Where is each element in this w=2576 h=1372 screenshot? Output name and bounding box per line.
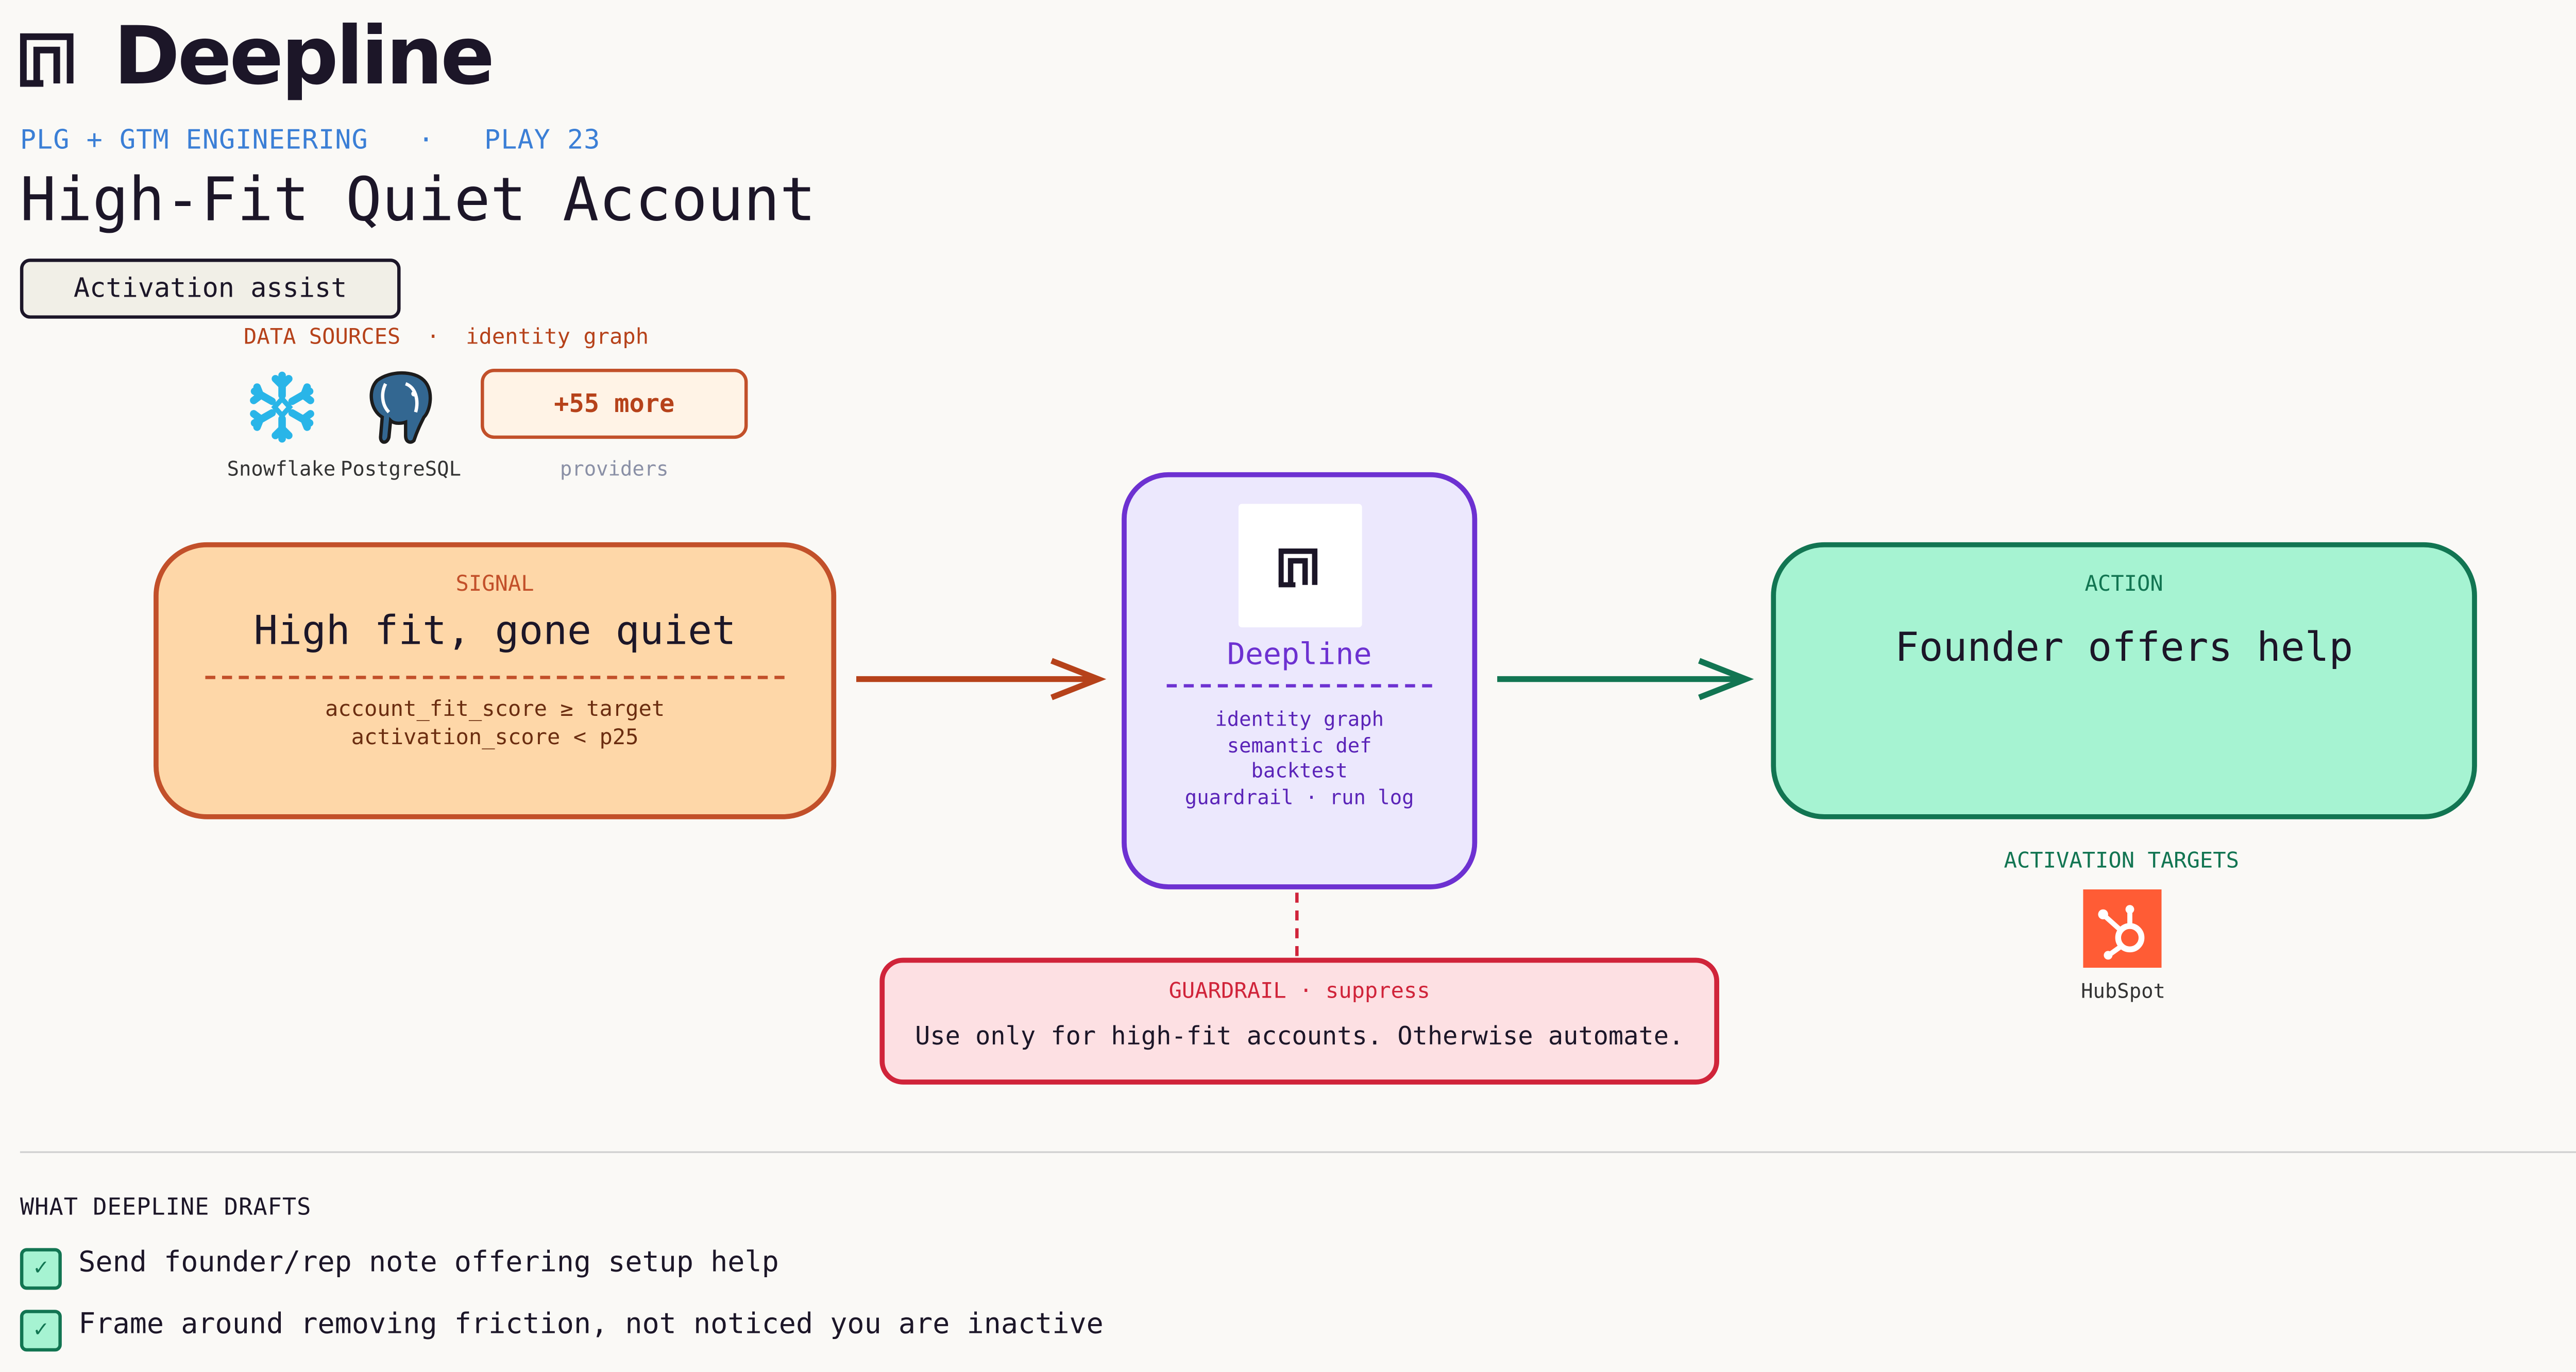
guardrail-text: Use only for high-fit accounts. Otherwis… xyxy=(915,1021,1684,1052)
postgresql-icon xyxy=(369,371,432,444)
engine-capability: identity graph xyxy=(1215,707,1384,731)
signal-title: High fit, gone quiet xyxy=(253,607,736,655)
guardrail-label: GUARDRAIL · suppress xyxy=(1168,979,1430,1005)
action-title: Founder offers help xyxy=(1894,624,2353,671)
activation-tag: Activation assist xyxy=(20,259,401,319)
hubspot-label: HubSpot xyxy=(2081,979,2165,1003)
action-label: ACTION xyxy=(2084,572,2163,597)
providers-caption: providers xyxy=(560,457,669,481)
engine-logo-tile xyxy=(1238,504,1362,628)
signal-divider xyxy=(205,676,785,679)
eyebrow-separator: · xyxy=(418,123,435,156)
draft-item: Send founder/rep note offering setup hel… xyxy=(78,1246,779,1280)
action-node: ACTION Founder offers help xyxy=(1771,542,2477,819)
drafts-heading: WHAT DEEPLINE DRAFTS xyxy=(20,1194,312,1222)
deepline-logo-icon xyxy=(20,33,74,87)
hubspot-icon xyxy=(2083,889,2162,968)
page-title: High-Fit Quiet Account xyxy=(20,166,816,235)
draft-check-icon: ✓ xyxy=(20,1248,62,1290)
deepline-engine-node: Deepline identity graph semantic def bac… xyxy=(1122,472,1478,889)
data-sources-subheading: identity graph xyxy=(466,325,649,351)
more-providers-button[interactable]: +55 more xyxy=(481,368,748,439)
signal-condition: account_fit_score ≥ target xyxy=(325,697,665,723)
signal-condition: activation_score < p25 xyxy=(351,726,639,751)
brand-logo: Deepline xyxy=(20,10,495,104)
guardrail-node: GUARDRAIL · suppress Use only for high-f… xyxy=(879,957,1719,1085)
data-sources-label: DATA SOURCES xyxy=(244,325,401,351)
engine-capabilities: identity graph semantic def backtest gua… xyxy=(1127,708,1472,811)
eyebrow: PLG + GTM ENGINEERING · PLAY 23 xyxy=(20,124,600,156)
signal-node: SIGNAL High fit, gone quiet account_fit_… xyxy=(154,542,837,819)
guardrail-connector xyxy=(1295,893,1299,956)
engine-to-action-arrow xyxy=(1497,658,1754,700)
brand-name: Deepline xyxy=(113,10,495,104)
data-sources-separator: · xyxy=(427,325,440,351)
engine-divider xyxy=(1166,684,1432,688)
category-label: PLG + GTM ENGINEERING xyxy=(20,123,368,156)
deepline-logo-icon xyxy=(1278,548,1318,588)
engine-capability: guardrail · run log xyxy=(1184,785,1414,809)
signal-label: SIGNAL xyxy=(455,572,534,597)
engine-capability: semantic def xyxy=(1227,733,1372,757)
signal-to-engine-arrow xyxy=(856,658,1107,700)
signal-conditions: account_fit_score ≥ target activation_sc… xyxy=(159,696,832,752)
engine-name: Deepline xyxy=(1227,637,1372,673)
draft-check-icon: ✓ xyxy=(20,1310,62,1352)
snowflake-icon xyxy=(250,371,314,443)
activation-targets-heading: ACTIVATION TARGETS xyxy=(2004,849,2239,874)
play-label: PLAY 23 xyxy=(484,123,601,156)
draft-item: Frame around removing friction, not noti… xyxy=(78,1308,1104,1342)
postgresql-label: PostgreSQL xyxy=(340,457,461,481)
data-sources-heading: DATA SOURCES · identity graph xyxy=(244,325,649,351)
engine-capability: backtest xyxy=(1251,759,1348,783)
section-divider xyxy=(20,1151,2576,1153)
snowflake-label: Snowflake xyxy=(227,457,336,481)
